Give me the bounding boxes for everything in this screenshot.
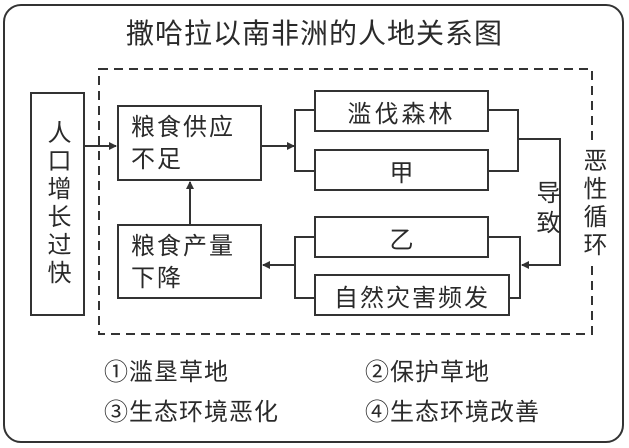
yi-text: 乙 (389, 225, 414, 254)
option-4: ④生态环境改善 (365, 398, 540, 426)
natural-disasters-text: 自然灾害频发 (334, 283, 490, 312)
bracket-top-right (489, 109, 519, 172)
box-population-growth: 人口增长过快 (30, 92, 85, 316)
bracket-bottom-right (489, 236, 521, 299)
food-decline-line1: 粮食产量 (131, 232, 235, 260)
box-food-decline: 粮食产量 下降 (117, 224, 262, 299)
vicious-cycle-label: 恶性循环 (576, 146, 611, 262)
arrow-leads-to (518, 138, 561, 269)
food-shortage-line2: 不足 (131, 145, 183, 173)
box-yi: 乙 (314, 216, 489, 258)
option-2: ②保护草地 (365, 358, 490, 386)
deforestation-text: 滥伐森林 (347, 99, 456, 128)
box-jia: 甲 (314, 149, 489, 191)
bracket-bottom-left (294, 236, 314, 299)
box-natural-disasters: 自然灾害频发 (314, 274, 510, 316)
food-shortage-line1: 粮食供应 (131, 113, 235, 141)
outer-frame (3, 4, 624, 443)
option-3: ③生态环境恶化 (104, 398, 279, 426)
bracket-top-left (294, 109, 314, 172)
vicious-cycle-region (98, 68, 593, 335)
food-decline-line2: 下降 (131, 264, 183, 292)
option-1: ①滥垦草地 (104, 358, 229, 386)
population-growth-text: 人口增长过快 (43, 120, 71, 288)
jia-text: 甲 (389, 158, 414, 187)
leads-to-label: 导致 (532, 180, 560, 240)
diagram-title: 撒哈拉以南非洲的人地关系图 (125, 17, 503, 50)
box-food-shortage: 粮食供应 不足 (117, 105, 262, 181)
box-deforestation: 滥伐森林 (314, 90, 489, 132)
